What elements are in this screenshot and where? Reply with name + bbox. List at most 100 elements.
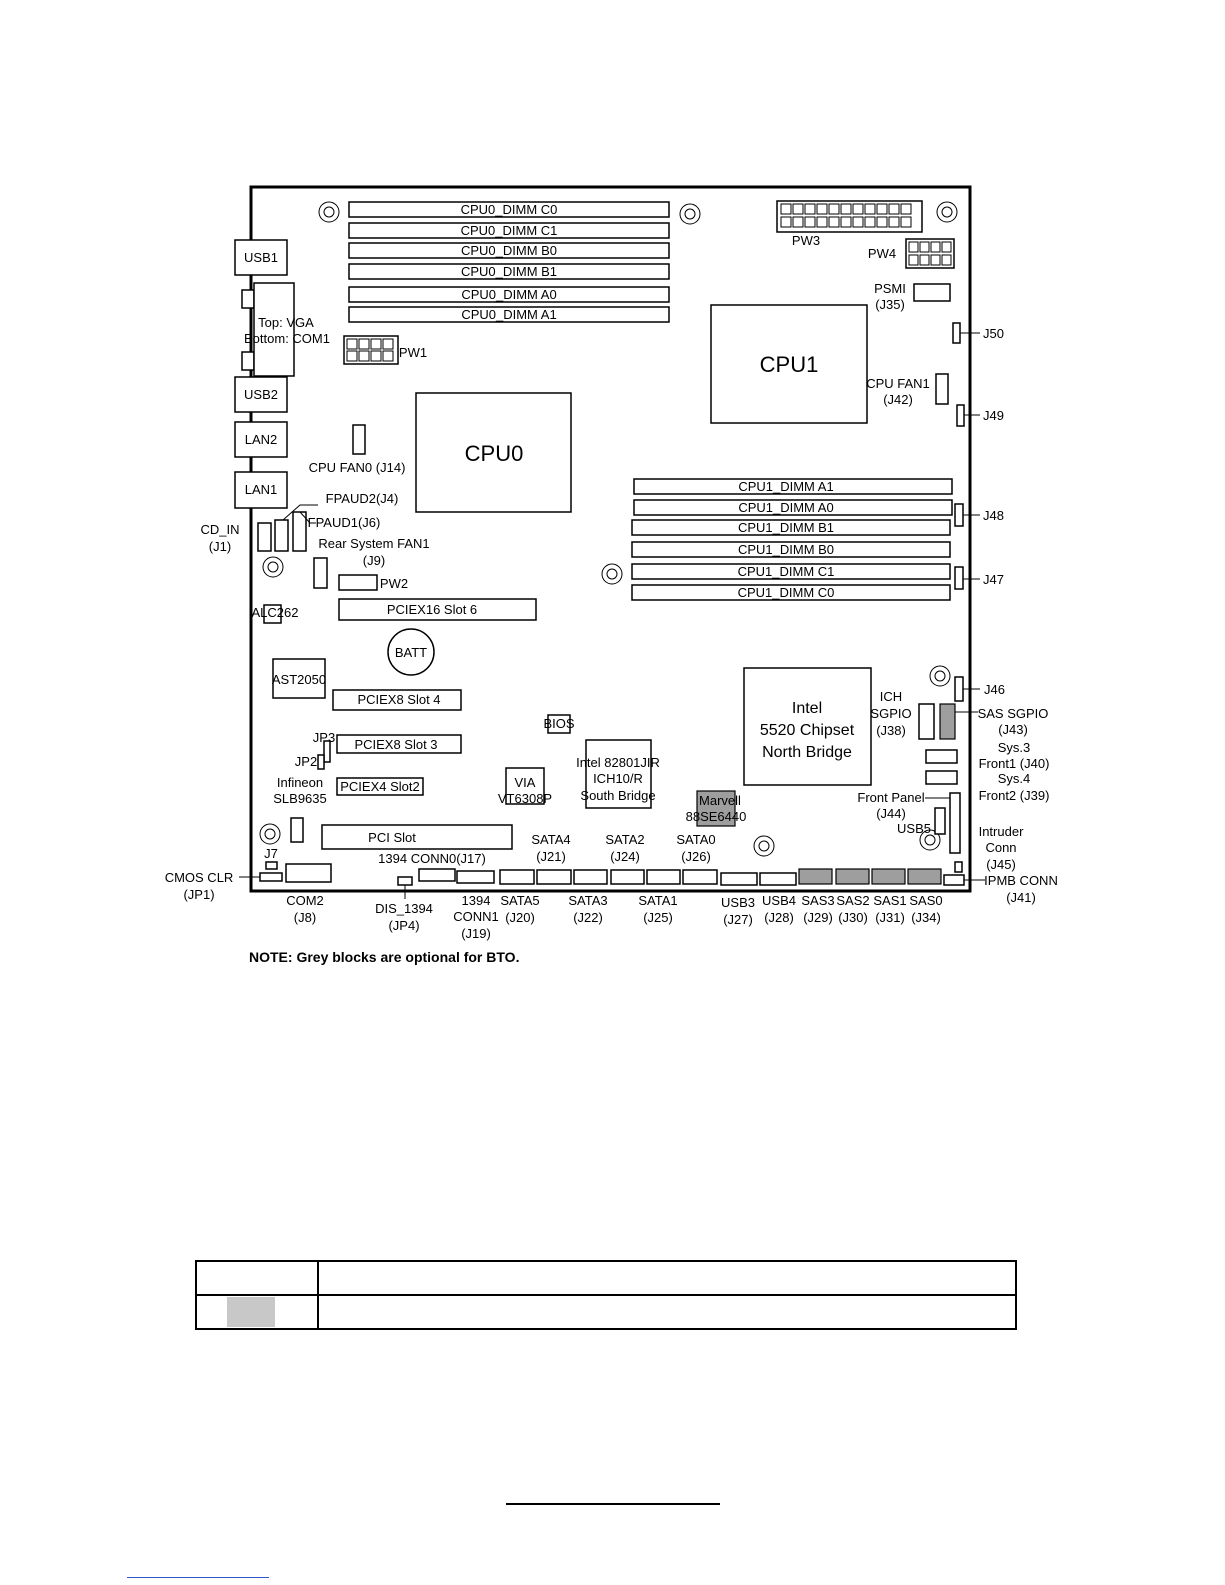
- pci-slot-label: PCI Slot: [368, 830, 416, 845]
- via-vt6308p-chip: [505, 767, 545, 805]
- cpu0-dimm-a0-label: CPU0_DIMM A0: [461, 287, 556, 302]
- cpu0-dimm-c0-label: CPU0_DIMM C0: [461, 202, 558, 217]
- sata1-label: SATA1: [638, 893, 677, 908]
- j38-label: (J38): [876, 723, 906, 738]
- j28-label: (J28): [764, 910, 794, 925]
- j21-label: (J21): [536, 849, 566, 864]
- cd-in-label: CD_IN: [200, 522, 239, 537]
- cpu-fan1-label: CPU FAN1: [866, 376, 930, 391]
- front1-label: Front1 (J40): [979, 756, 1050, 771]
- intruder-label: Intruder: [979, 824, 1024, 839]
- j19-label: (J19): [461, 926, 491, 941]
- pciex16-slot6: [338, 598, 537, 621]
- j25-label: (J25): [643, 910, 673, 925]
- cpu1-dimm-a1-slot: [633, 478, 953, 495]
- pw3-connector: [776, 200, 923, 233]
- usb2-port: [234, 376, 288, 413]
- sas3-label: SAS3: [801, 893, 834, 908]
- cpu-fan1-connector: [935, 373, 949, 405]
- j41-label: (J41): [1006, 890, 1036, 905]
- front2-label: Front2 (J39): [979, 788, 1050, 803]
- marvell-label-1: Marvell: [699, 793, 741, 808]
- j46-label: J46: [984, 682, 1005, 697]
- usb1-label: USB1: [244, 250, 278, 265]
- j29-label: (J29): [803, 910, 833, 925]
- footer-link-underline: [127, 1577, 269, 1578]
- intel-nb-line3: North Bridge: [762, 744, 852, 761]
- vga-top-label: Top: VGA: [258, 315, 314, 330]
- ast2050-label: AST2050: [272, 672, 326, 687]
- pciex8-slot3-label: PCIEX8 Slot 3: [354, 737, 437, 752]
- cpu0-dimm-b1-label: CPU0_DIMM B1: [461, 264, 557, 279]
- slb9635-label: SLB9635: [273, 791, 327, 806]
- legend-grey-swatch: [227, 1297, 275, 1327]
- j27-label: (J27): [723, 912, 753, 927]
- bios-chip: [547, 714, 571, 734]
- j7-label: J7: [264, 846, 278, 861]
- jp4-label: (JP4): [388, 918, 419, 933]
- cmos-clr-label: CMOS CLR: [165, 870, 234, 885]
- jp2-jumper: [317, 754, 325, 770]
- j45-label: (J45): [986, 857, 1016, 872]
- cpu1-dimm-c0-slot: [631, 584, 951, 601]
- pw2-label: PW2: [380, 576, 408, 591]
- j43-label: (J43): [998, 722, 1028, 737]
- bto-note: NOTE: Grey blocks are optional for BTO.: [249, 949, 519, 965]
- sb-label-1: Intel 82801JIR: [576, 755, 660, 770]
- usb4-label: USB4: [762, 893, 796, 908]
- intruder-connector: [954, 861, 963, 873]
- legend-row: [195, 1294, 1017, 1330]
- cd-in-connector: [257, 522, 272, 552]
- vga-bottom-label: Bottom: COM1: [244, 331, 330, 346]
- pw3-label: PW3: [792, 233, 820, 248]
- bios-label: BIOS: [543, 716, 574, 731]
- j22-label: (J22): [573, 910, 603, 925]
- cpu1-dimm-b0-label: CPU1_DIMM B0: [738, 542, 834, 557]
- j47-header: [954, 566, 964, 590]
- cpu-fan0-connector: [352, 424, 366, 455]
- conn-label: Conn: [985, 840, 1016, 855]
- fpaud2-label: FPAUD2(J4): [326, 491, 399, 506]
- legend-description-cell: [317, 1294, 1017, 1330]
- j35-label: (J35): [875, 297, 905, 312]
- battery: [387, 628, 435, 676]
- cpu1-dimm-b0-slot: [631, 541, 951, 558]
- via-label-2: VT6308P: [498, 791, 552, 806]
- alc262-chip: [263, 604, 282, 624]
- com2-header: [285, 863, 332, 883]
- rear-system-fan1-connector: [313, 557, 328, 589]
- pciex8-slot4-label: PCIEX8 Slot 4: [357, 692, 440, 707]
- rear-fan-label: Rear System FAN1: [318, 536, 429, 551]
- legend-header-cell-1: [195, 1260, 319, 1296]
- psmi-connector: [913, 283, 951, 302]
- intel-nb-line2: 5520 Chipset: [760, 722, 855, 739]
- conn1394-1-header: [456, 870, 495, 884]
- sb-label-2: ICH10/R: [593, 771, 643, 786]
- sgpio-label: SGPIO: [870, 706, 911, 721]
- psmi-label: PSMI: [874, 281, 906, 296]
- cpu0-label: CPU0: [465, 441, 524, 466]
- j20-label: (J20): [505, 910, 535, 925]
- mounting-holes: [259, 201, 958, 857]
- vga-com1-port: [241, 282, 295, 377]
- cpu1-dimm-c1-label: CPU1_DIMM C1: [738, 564, 835, 579]
- j34-label: (J34): [911, 910, 941, 925]
- lan1-label: LAN1: [245, 482, 278, 497]
- intel-5520-north-bridge: [743, 667, 872, 786]
- sys3-label: Sys.3: [998, 740, 1031, 755]
- j42-label: (J42): [883, 392, 913, 407]
- j8-label: (J8): [294, 910, 316, 925]
- legend-swatch-cell: [195, 1294, 319, 1330]
- usb5-header: [934, 807, 946, 835]
- j26-label: (J26): [681, 849, 711, 864]
- sas1-label: SAS1: [873, 893, 906, 908]
- usb3-header: [720, 872, 758, 886]
- pciex16-slot6-label: PCIEX16 Slot 6: [387, 602, 477, 617]
- jp1-label: (JP1): [183, 887, 214, 902]
- legend-header-row: [195, 1260, 1017, 1296]
- infineon-label: Infineon: [277, 775, 323, 790]
- infineon-tpm-chip: [290, 817, 304, 843]
- pw4-label: PW4: [868, 246, 896, 261]
- usb4-header: [759, 872, 797, 886]
- cpu0-dimm-b0-label: CPU0_DIMM B0: [461, 243, 557, 258]
